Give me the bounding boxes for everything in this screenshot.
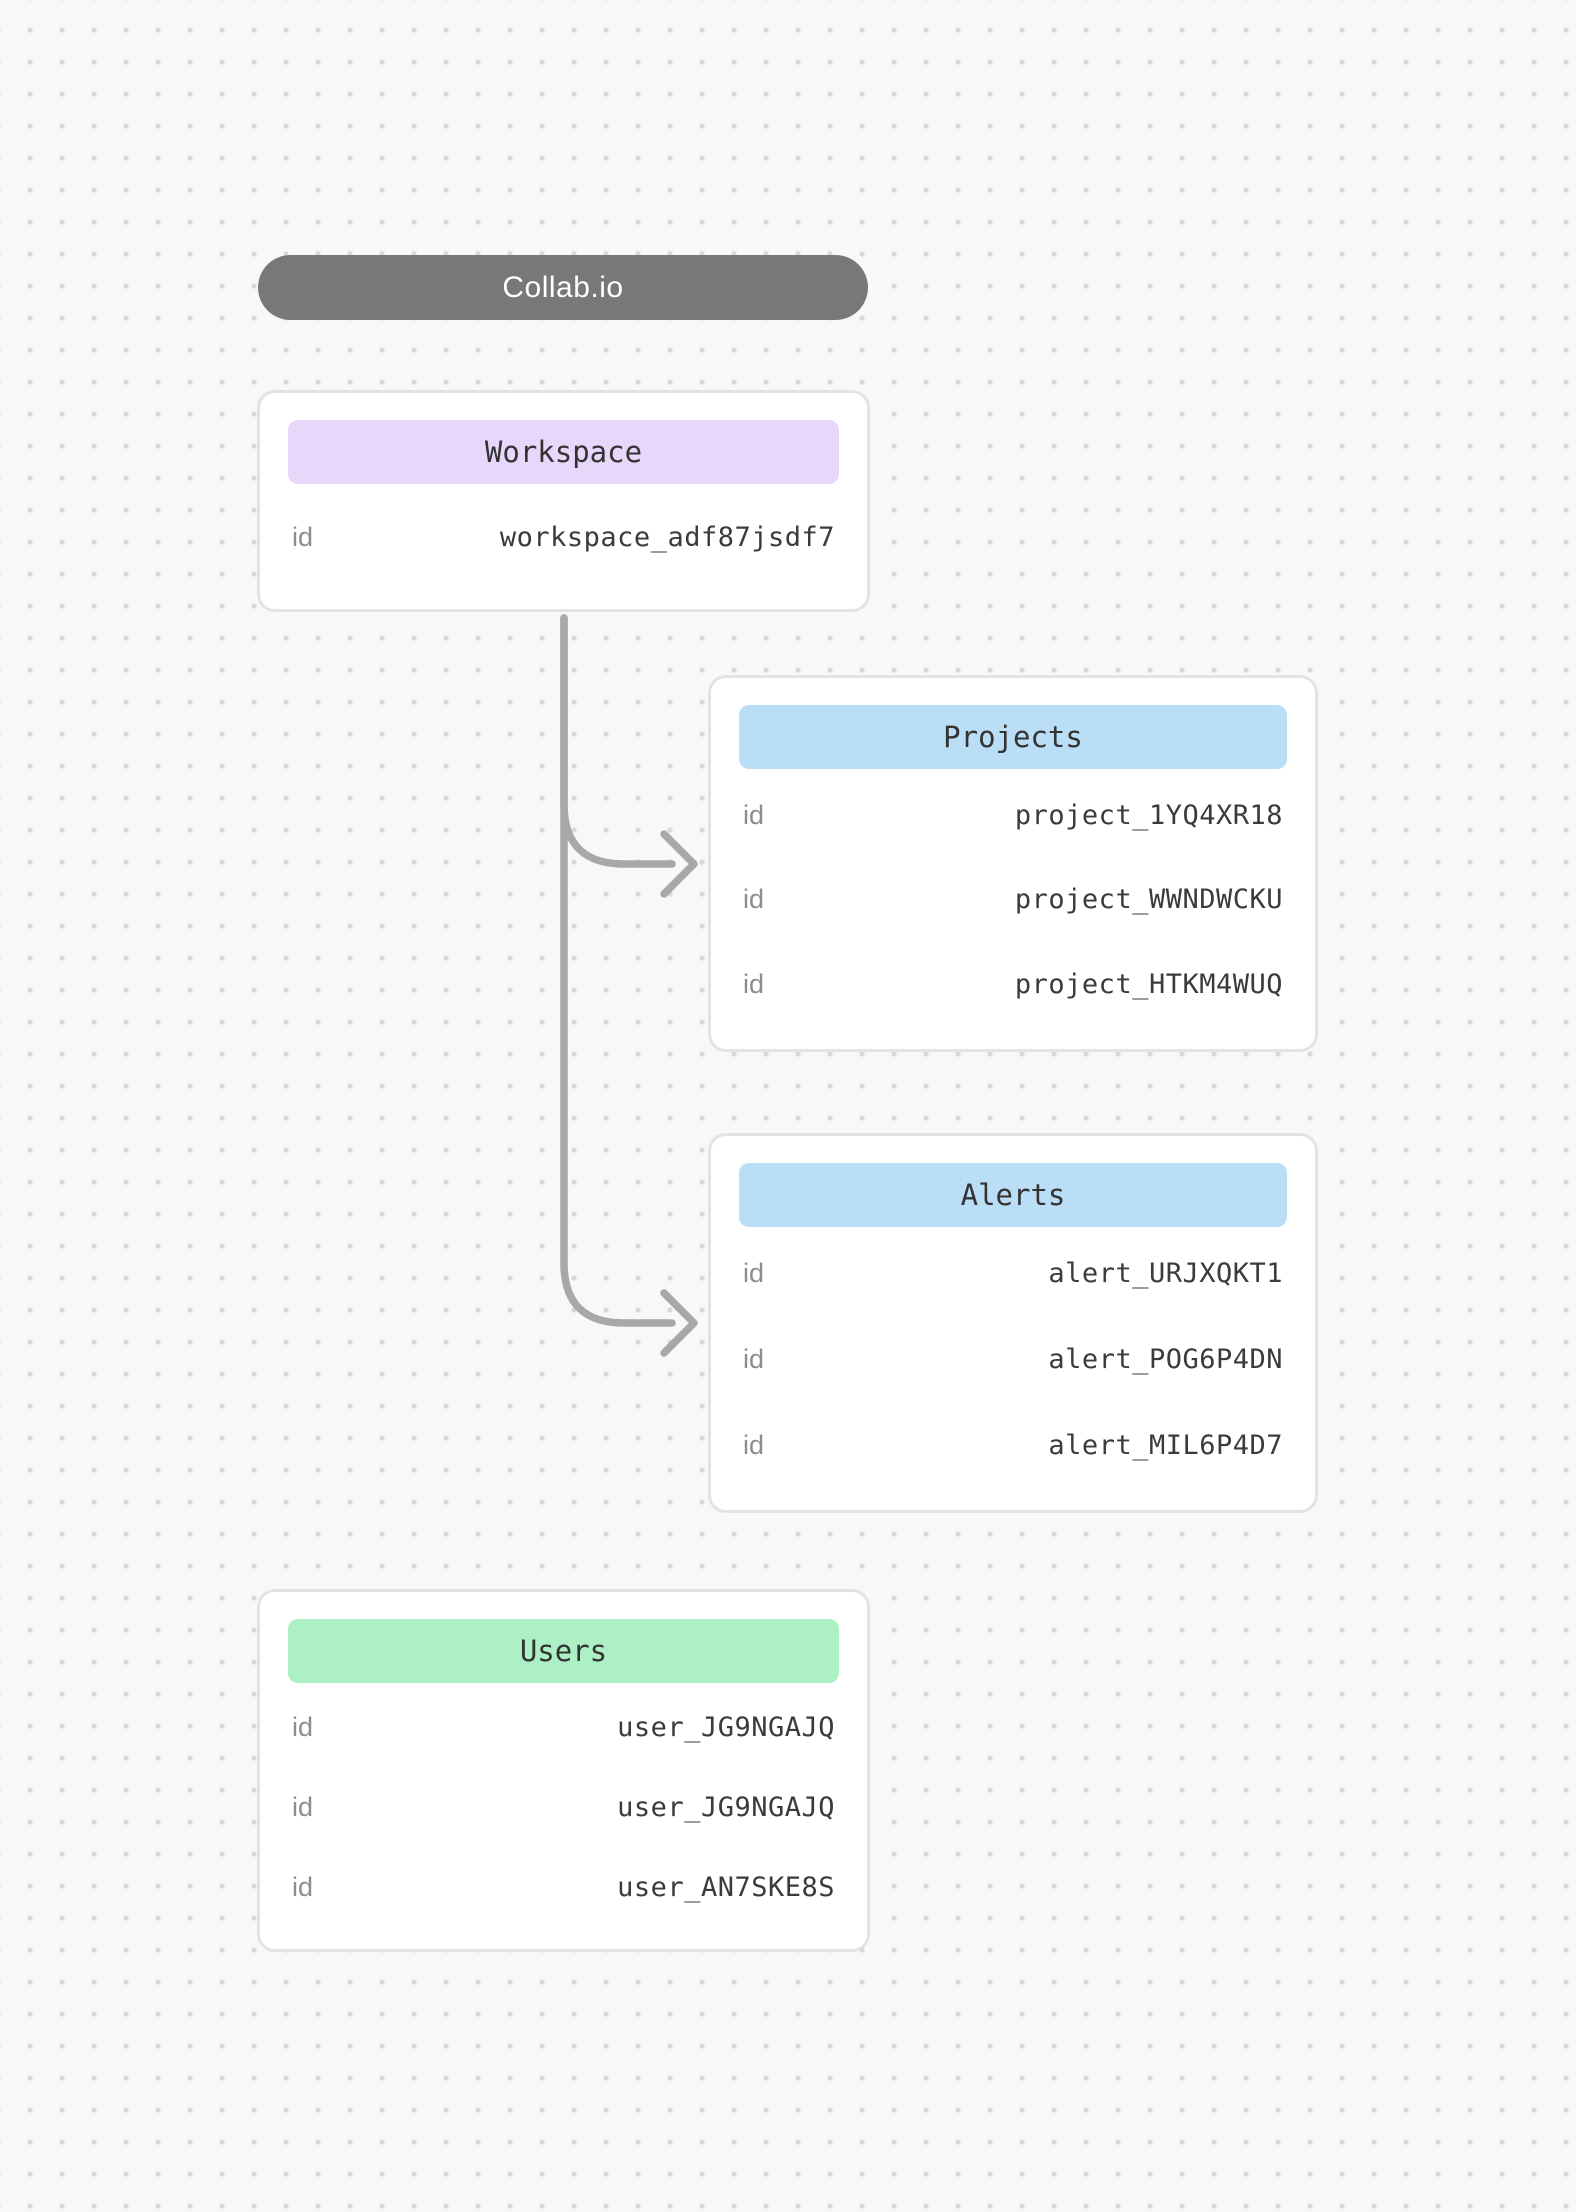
field-row: id project_1YQ4XR18 (743, 800, 1283, 831)
field-row: id project_WWNDWCKU (743, 884, 1283, 915)
field-label: id (292, 1711, 314, 1742)
field-value: workspace_adf87jsdf7 (499, 522, 835, 553)
field-row: id user_JG9NGAJQ (292, 1792, 835, 1823)
entity-rows-workspace: id workspace_adf87jsdf7 (288, 484, 839, 587)
field-value: project_1YQ4XR18 (1014, 799, 1283, 831)
diagram-title-pill: Collab.io (258, 255, 868, 320)
field-label: id (743, 799, 765, 830)
field-value: project_HTKM4WUQ (1014, 969, 1283, 1001)
field-row: id alert_URJXQKT1 (743, 1258, 1283, 1289)
field-label: id (743, 1343, 765, 1374)
field-label: id (743, 1258, 765, 1289)
arrowhead-alerts-icon (660, 1289, 698, 1357)
field-row: id workspace_adf87jsdf7 (292, 522, 835, 553)
entity-rows-users: id user_JG9NGAJQ id user_JG9NGAJQ id use… (288, 1683, 839, 1927)
entity-rows-alerts: id alert_URJXQKT1 id alert_POG6P4DN id a… (739, 1227, 1287, 1488)
field-label: id (292, 1871, 314, 1902)
entity-card-users: Users id user_JG9NGAJQ id user_JG9NGAJQ … (257, 1589, 870, 1952)
field-row: id user_AN7SKE8S (292, 1872, 835, 1903)
field-value: alert_MIL6P4D7 (1048, 1429, 1283, 1461)
entity-rows-projects: id project_1YQ4XR18 id project_WWNDWCKU … (739, 769, 1287, 1027)
field-value: alert_POG6P4DN (1048, 1343, 1283, 1375)
field-row: id project_HTKM4WUQ (743, 969, 1283, 1000)
field-label: id (743, 884, 765, 915)
field-value: project_WWNDWCKU (1014, 884, 1283, 916)
entity-header-alerts: Alerts (739, 1163, 1287, 1227)
field-label: id (743, 1429, 765, 1460)
field-value: user_AN7SKE8S (617, 1871, 835, 1903)
field-row: id alert_MIL6P4D7 (743, 1430, 1283, 1461)
entity-header-projects: Projects (739, 705, 1287, 769)
field-label: id (292, 1791, 314, 1822)
field-value: user_JG9NGAJQ (617, 1711, 835, 1743)
entity-header-users: Users (288, 1619, 839, 1683)
connector-workspace-projects (560, 614, 676, 868)
entity-card-projects: Projects id project_1YQ4XR18 id project_… (708, 675, 1318, 1052)
entity-header-workspace: Workspace (288, 420, 839, 484)
connector-workspace-alerts (560, 614, 676, 1327)
entity-card-workspace: Workspace id workspace_adf87jsdf7 (257, 390, 870, 612)
field-label: id (292, 522, 314, 552)
diagram-title: Collab.io (502, 270, 624, 304)
arrowhead-projects-icon (660, 830, 698, 898)
field-value: alert_URJXQKT1 (1048, 1258, 1283, 1290)
entity-card-alerts: Alerts id alert_URJXQKT1 id alert_POG6P4… (708, 1133, 1318, 1513)
field-value: user_JG9NGAJQ (617, 1791, 835, 1823)
field-row: id alert_POG6P4DN (743, 1344, 1283, 1375)
field-row: id user_JG9NGAJQ (292, 1712, 835, 1743)
field-label: id (743, 969, 765, 1000)
